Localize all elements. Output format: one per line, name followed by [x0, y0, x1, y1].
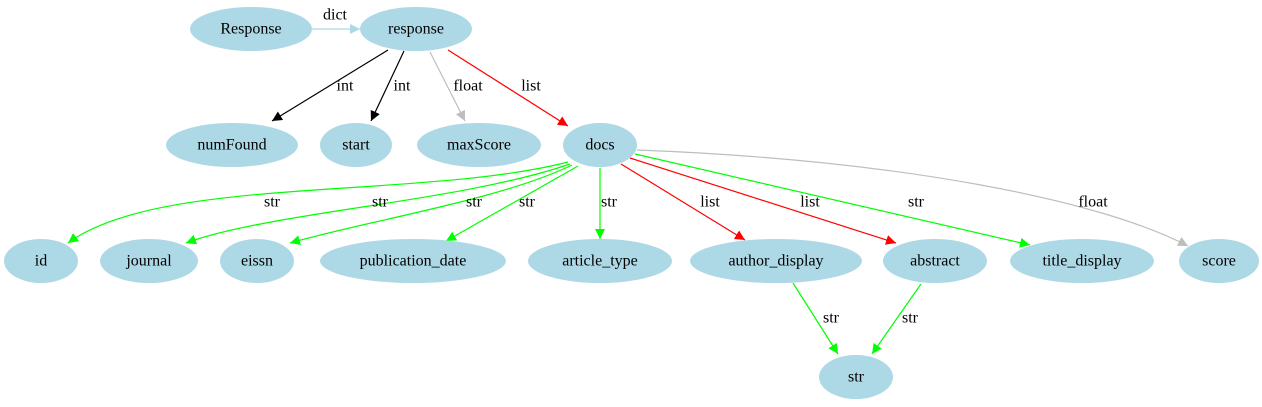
node-shape: [4, 239, 78, 283]
node-score: score: [1179, 239, 1259, 283]
edge-label: str: [902, 310, 919, 327]
nodes: Response response numFound start maxScor…: [4, 7, 1259, 399]
node-shape: [1179, 239, 1259, 283]
edge-docs-to-publication-date: str: [445, 165, 579, 242]
edge-author-display-to-str: str: [792, 282, 840, 355]
node-shape: [1010, 239, 1154, 283]
edge-label: list: [800, 194, 820, 211]
node-label: journal: [125, 253, 172, 270]
edge-docs-to-score: float: [636, 149, 1189, 247]
edge-path: [445, 165, 579, 242]
node-label: start: [342, 137, 370, 154]
node-article-type: article_type: [528, 239, 672, 283]
node-label: eissn: [241, 253, 273, 270]
node-label: author_display: [728, 253, 823, 270]
node-label: publication_date: [360, 253, 467, 270]
node-abstract: abstract: [883, 239, 987, 283]
edge-label: int: [337, 78, 354, 95]
edge-abstract-to-str: str: [871, 283, 922, 355]
edge-label: str: [908, 194, 925, 211]
node-label: docs: [585, 137, 614, 154]
edge-path: [447, 49, 569, 127]
edge-path: [429, 51, 466, 122]
edge-path: [67, 161, 569, 244]
node-shape: [563, 123, 637, 167]
node-shape: [166, 123, 298, 167]
edge-docs-to-journal: str: [185, 163, 571, 245]
node-publication-date: publication_date: [320, 239, 506, 283]
edge-label: str: [601, 194, 618, 211]
node-label: str: [848, 369, 865, 386]
edge-response-to-numfound: int: [271, 49, 389, 122]
node-shape: [320, 239, 506, 283]
node-journal: journal: [100, 239, 198, 283]
edge-label: list: [700, 194, 720, 211]
node-label: abstract: [910, 253, 960, 270]
node-label: Response: [220, 21, 281, 38]
edge-docs-to-title-display: str: [634, 153, 1031, 248]
node-eissn: eissn: [220, 239, 294, 283]
edge-label: str: [264, 194, 281, 211]
edge-path: [636, 149, 1189, 247]
node-shape: [690, 239, 862, 283]
edge-response-to-maxscore: float: [429, 51, 483, 122]
node-shape: [320, 123, 392, 167]
edge-response-to-docs: list: [447, 49, 569, 127]
node-label: title_display: [1042, 253, 1121, 270]
edge-docs-to-abstract: list: [629, 157, 897, 245]
node-label: score: [1202, 253, 1236, 270]
node-response-root: Response: [190, 7, 312, 51]
node-label: article_type: [562, 253, 638, 270]
edge-label: float: [453, 78, 483, 95]
node-label: maxScore: [447, 137, 511, 154]
edge-label: float: [1078, 194, 1108, 211]
edge-path: [634, 153, 1031, 248]
edge-label: dict: [323, 7, 348, 24]
node-maxscore: maxScore: [417, 123, 541, 167]
node-numfound: numFound: [166, 123, 298, 167]
node-label: response: [388, 21, 444, 38]
node-response: response: [360, 7, 472, 51]
edge-path: [185, 163, 571, 245]
edge-docs-to-article-type: str: [595, 168, 618, 239]
node-shape: [360, 7, 472, 51]
node-shape: [819, 355, 893, 399]
node-shape: [100, 239, 198, 283]
node-shape: [528, 239, 672, 283]
node-label: id: [35, 253, 47, 270]
node-str: str: [819, 355, 893, 399]
edge-response-to-start: int: [370, 50, 411, 122]
edge-path: [620, 163, 746, 241]
node-shape: [417, 123, 541, 167]
edge-label: str: [519, 194, 536, 211]
node-docs: docs: [563, 123, 637, 167]
node-id: id: [4, 239, 78, 283]
edge-path: [289, 164, 573, 246]
node-shape: [220, 239, 294, 283]
edge-path: [792, 282, 839, 355]
node-start: start: [320, 123, 392, 167]
edge-path: [370, 50, 405, 122]
node-shape: [190, 7, 312, 51]
node-shape: [883, 239, 987, 283]
edge-path: [271, 49, 389, 122]
edge-label: str: [372, 194, 389, 211]
edge-docs-to-author-display: list: [620, 163, 746, 241]
edge-label: str: [823, 310, 840, 327]
edge-path: [629, 157, 897, 245]
edge-docs-to-id: str: [67, 161, 569, 244]
node-title-display: title_display: [1010, 239, 1154, 283]
edge-response-to-response: dict: [312, 7, 360, 34]
node-label: numFound: [197, 137, 266, 154]
edge-docs-to-eissn: str: [289, 164, 573, 246]
edge-label: int: [394, 78, 411, 95]
edges: dict int int float list str str str: [67, 7, 1189, 355]
edge-label: str: [466, 194, 483, 211]
edge-path: [871, 283, 922, 355]
edge-label: list: [521, 78, 541, 95]
node-author-display: author_display: [690, 239, 862, 283]
